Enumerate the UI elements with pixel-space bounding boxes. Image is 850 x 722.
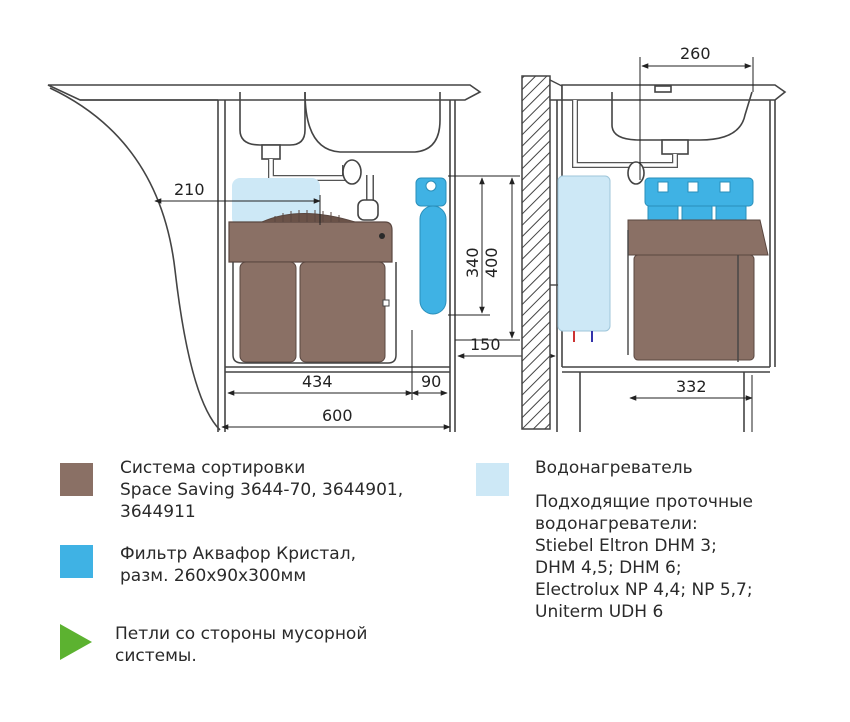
- drain-left: [261, 144, 281, 160]
- filter-left: [415, 177, 447, 315]
- legend-sorting-line3: 3644911: [120, 502, 196, 522]
- legend-heater-line3: Stiebel Eltron DHM 3;: [535, 536, 717, 556]
- legend-swatch-filter: [60, 545, 93, 578]
- legend-hinges-line1: Петли со стороны мусорной: [115, 624, 368, 644]
- dim-90: 90: [411, 372, 448, 396]
- sorting-system-left: [228, 210, 397, 364]
- legend-filter-line2: разм. 260x90x300мм: [120, 566, 307, 586]
- legend-sorting-line1: Система сортировки: [120, 458, 306, 478]
- wall-bracket: [549, 78, 563, 101]
- legend-heater-line5: Electrolux NP 4,4; NP 5,7;: [535, 580, 753, 600]
- legend-heater: Водонагреватель Подходящие проточные вод…: [535, 457, 753, 623]
- dim-400: 400: [455, 175, 520, 341]
- legend-filter: Фильтр Аквафор Кристал, разм. 260x90x300…: [120, 543, 356, 587]
- countertop-left: [47, 84, 482, 101]
- dim-600-label: 600: [322, 406, 353, 425]
- countertop-right: [561, 84, 787, 101]
- legend-heater-line6: Uniterm UDH 6: [535, 602, 664, 622]
- dim-150-label: 150: [470, 335, 501, 354]
- filter-right: [644, 177, 754, 221]
- legend-heater-title: Водонагреватель: [535, 458, 693, 478]
- legend-hinges-triangle-icon: [60, 624, 92, 660]
- legend-filter-line1: Фильтр Аквафор Кристал,: [120, 544, 356, 564]
- water-heater-right: [557, 175, 611, 342]
- dim-260: 260: [639, 44, 754, 180]
- dim-260-label: 260: [680, 44, 711, 63]
- door-swing-curve: [49, 87, 221, 431]
- wall-hatched: [521, 75, 551, 430]
- legend-heater-line4: DHM 4,5; DHM 6;: [535, 558, 682, 578]
- legend-heater-line2: водонагреватели:: [535, 514, 698, 534]
- legend-hinges-line2: системы.: [115, 646, 197, 666]
- dim-340-label: 340: [463, 247, 482, 278]
- cabinet-diagram: 210 434 90 600 340 400 150: [47, 44, 787, 432]
- legend-sorting: Система сортировки Space Saving 3644-70,…: [120, 457, 403, 523]
- dim-340: 340: [448, 175, 490, 316]
- left-view: [47, 84, 482, 432]
- legend-heater-line1: Подходящие проточные: [535, 492, 753, 512]
- dim-434-label: 434: [302, 372, 333, 391]
- dim-600: 600: [221, 406, 451, 430]
- dim-210-label: 210: [174, 180, 205, 199]
- dim-400-label: 400: [482, 247, 501, 278]
- dim-332: 332: [629, 375, 753, 432]
- sorting-system-right: [627, 219, 769, 362]
- sink-bowl-right: [304, 91, 441, 153]
- legend-hinges: Петли со стороны мусорной системы.: [115, 623, 367, 667]
- siphon-pipe: [268, 159, 348, 181]
- dim-332-label: 332: [676, 377, 707, 396]
- legend-swatch-sorting: [60, 463, 93, 496]
- dim-434: 434: [227, 330, 413, 400]
- legend-swatch-heater: [476, 463, 509, 496]
- dim-90-label: 90: [421, 372, 441, 391]
- legend-sorting-line2: Space Saving 3644-70, 3644901,: [120, 480, 404, 500]
- dim-210: 210: [154, 180, 321, 225]
